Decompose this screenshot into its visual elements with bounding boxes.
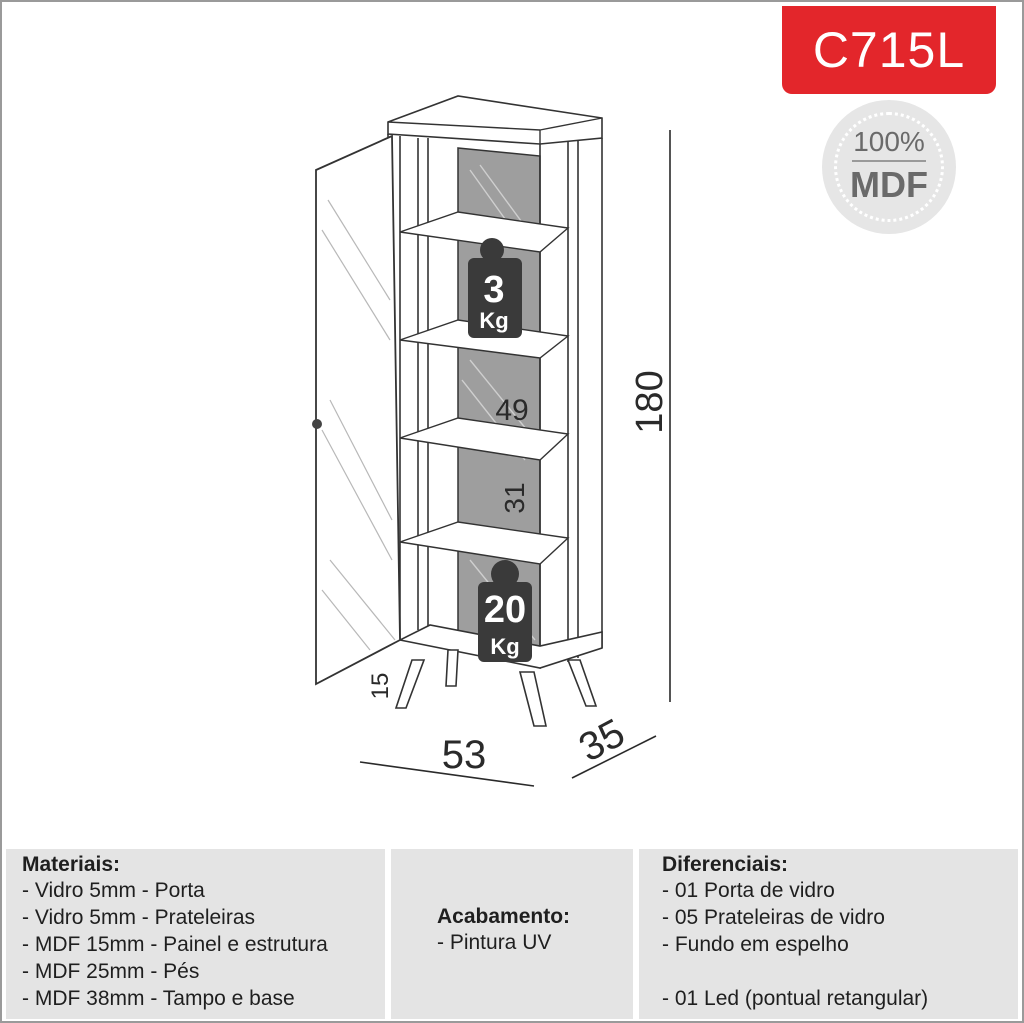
weight-icon-shelf: 3 Kg (468, 238, 522, 338)
finish-column: Acabamento: - Pintura UV (391, 849, 633, 1019)
glass-door (315, 134, 401, 686)
seal-percent: 100% (853, 126, 925, 157)
base-weight-unit: Kg (490, 634, 519, 659)
features-item (662, 958, 1018, 985)
features-item: - Fundo em espelho (662, 933, 849, 956)
door-knob (312, 419, 322, 429)
seal-divider (852, 160, 926, 162)
features-item: - 01 Led (pontual retangular) (662, 987, 929, 1010)
cabinet-frame (387, 134, 603, 668)
product-code-badge: C715L (782, 6, 996, 94)
mdf-seal: 100% MDF (822, 100, 956, 234)
legs-dimension: 15 (367, 673, 394, 700)
materials-item: - Vidro 5mm - Prateleiras (22, 906, 256, 929)
features-item: - 05 Prateleiras de vidro (662, 906, 885, 929)
cabinet-top (387, 95, 603, 145)
finish-item: - Pintura UV (437, 931, 552, 954)
seal-material: MDF (850, 164, 928, 205)
lower-space-dimension: 31 (499, 482, 530, 513)
upper-space-dimension: 49 (495, 394, 528, 427)
materials-item: - Vidro 5mm - Porta (22, 879, 205, 902)
base-weight-value: 20 (484, 589, 526, 631)
height-dimension: 180 (629, 370, 671, 433)
materials-title: Materiais: (22, 853, 121, 876)
glass-shelves (399, 211, 570, 565)
seal-dotted-ring (834, 112, 944, 222)
shelf-weight-unit: Kg (479, 308, 508, 333)
features-item: - 01 Porta de vidro (662, 879, 835, 902)
spec-panel: Materiais: - Vidro 5mm - Porta - Vidro 5… (6, 849, 1018, 1019)
finish-title: Acabamento: (437, 905, 571, 928)
door-reflections (321, 199, 396, 651)
cabinet-legs (394, 649, 598, 727)
shelf-weight-value: 3 (483, 269, 504, 311)
width-dimension: 53 (442, 733, 487, 777)
width-dimension-line (359, 761, 535, 787)
materials-item: - MDF 25mm - Pés (22, 960, 200, 983)
features-column: Diferenciais: - 01 Porta de vidro - 05 P… (639, 849, 1018, 1019)
features-title: Diferenciais: (662, 853, 789, 876)
weight-icon-base: 20 Kg (478, 560, 532, 662)
depth-dimension: 35 (572, 711, 632, 771)
materials-item: - MDF 38mm - Tampo e base (22, 987, 295, 1010)
materials-item: - MDF 15mm - Painel e estrutura (22, 933, 328, 956)
materials-column: Materiais: - Vidro 5mm - Porta - Vidro 5… (6, 849, 385, 1019)
depth-dimension-line (571, 735, 657, 779)
